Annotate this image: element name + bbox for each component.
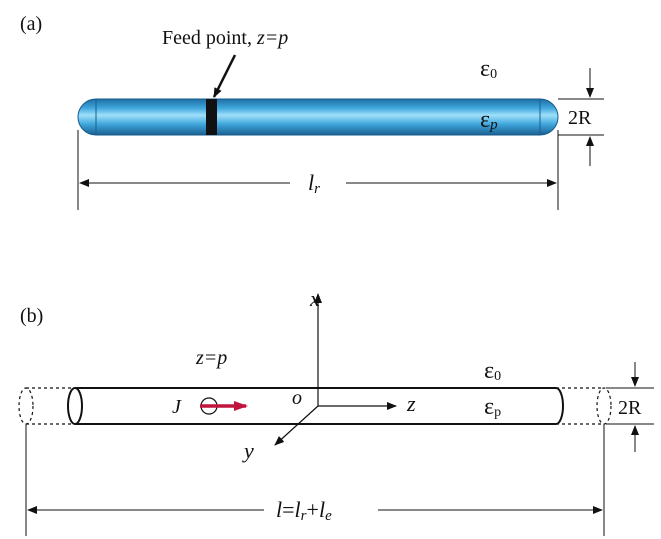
current-label: J xyxy=(172,396,182,418)
length-label-b: l=lr+le xyxy=(276,497,332,524)
panel-b-label: (b) xyxy=(20,305,43,327)
extension-dashed-left xyxy=(18,387,75,425)
length-dimension-b xyxy=(25,424,605,536)
length-label-a: lr xyxy=(308,170,320,197)
extension-dashed-right xyxy=(556,387,612,425)
cylinder-body xyxy=(67,387,564,425)
length-dimension-a xyxy=(77,130,559,210)
feed-point-label: Feed point, z=p xyxy=(162,27,288,49)
panel-a-label: (a) xyxy=(20,13,42,35)
axis-x-label: x xyxy=(309,286,320,311)
epsilon-inner-b: εp xyxy=(484,394,501,420)
axis-y-label: y xyxy=(242,438,254,463)
feed-position-label: z=p xyxy=(195,347,227,369)
radius-label-b: 2R xyxy=(618,397,642,419)
origin-label: o xyxy=(292,387,302,409)
panel-a: (a) Feed point, z=p ε0 εp 2R xyxy=(20,13,604,210)
y-axis xyxy=(274,405,319,446)
dipole-rod xyxy=(77,98,559,136)
axis-z-label: z xyxy=(406,391,416,416)
feed-point-gap xyxy=(206,99,217,135)
epsilon-inner-a: εp xyxy=(480,107,498,133)
feed-pointer-arrow xyxy=(212,54,237,98)
epsilon-outer-b: ε0 xyxy=(484,358,501,384)
radius-dimension-a xyxy=(558,68,604,166)
radius-label-a: 2R xyxy=(568,107,592,129)
panel-b: (b) x z y o z=p J xyxy=(18,286,654,536)
epsilon-outer-a: ε0 xyxy=(480,56,497,82)
radius-dimension-b xyxy=(606,362,654,452)
